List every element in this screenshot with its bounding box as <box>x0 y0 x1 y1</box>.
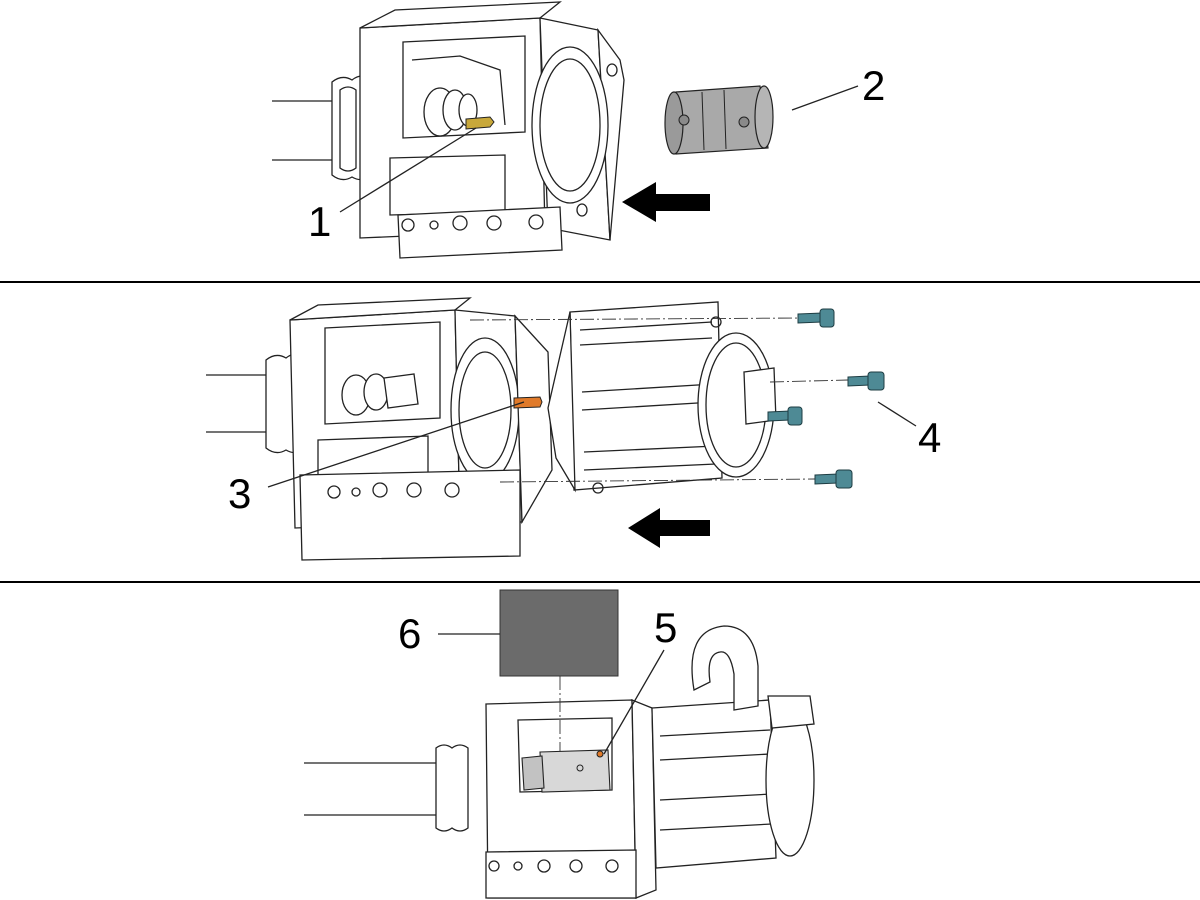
cover-part <box>499 589 619 677</box>
panel-2: 3 4 <box>206 297 941 561</box>
callout-2: 2 <box>862 62 885 109</box>
panel-3: 6 5 <box>304 589 815 899</box>
motor <box>547 301 777 494</box>
key-part <box>465 116 495 130</box>
motor <box>651 625 815 869</box>
arrow-left-icon <box>628 508 710 548</box>
callout-3: 3 <box>228 470 251 517</box>
callout-5: 5 <box>654 604 677 651</box>
pin-part <box>596 750 604 758</box>
arrow-left-icon <box>622 182 710 222</box>
callout-6: 6 <box>398 610 421 657</box>
panel-1: 1 2 <box>272 1 885 259</box>
callout-4: 4 <box>918 414 941 461</box>
pin-part <box>513 396 543 409</box>
callout-1: 1 <box>308 198 331 245</box>
screw-parts <box>767 308 885 489</box>
coupling-part <box>664 85 774 155</box>
